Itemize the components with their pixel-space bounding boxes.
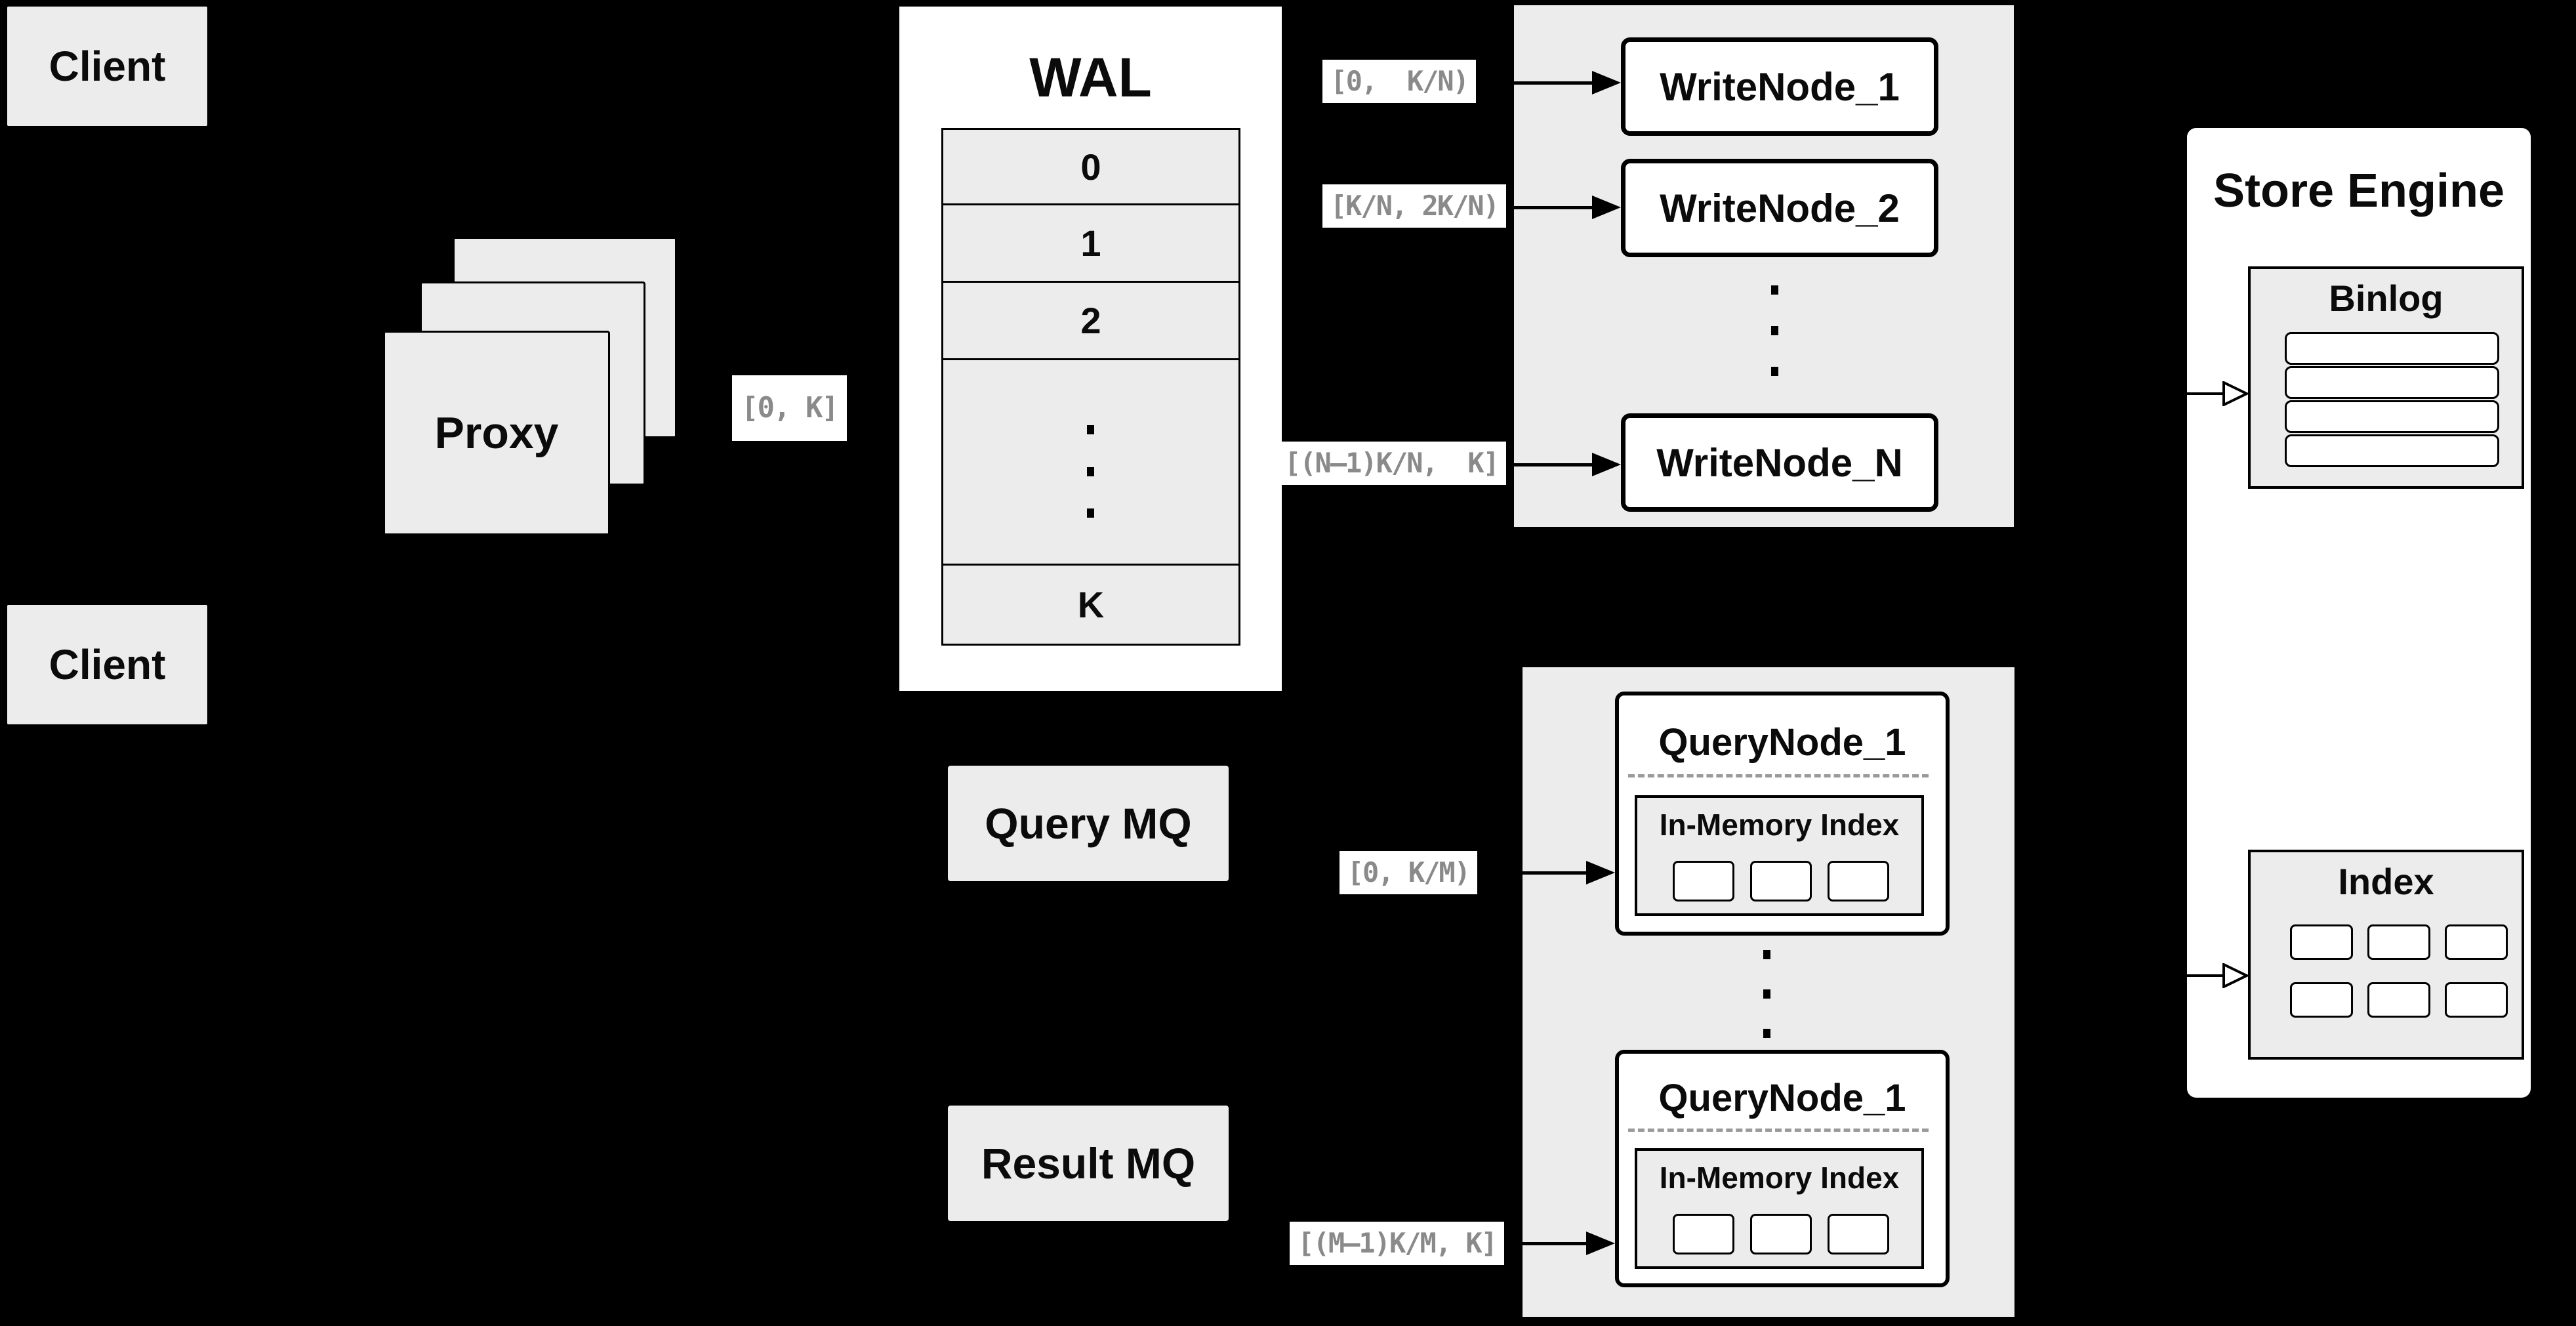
binlog-bar: [2285, 332, 2499, 365]
wal-ellipsis-dot: [1087, 508, 1094, 518]
open-arrowhead-binlog: [2222, 381, 2249, 406]
index-file-cell: [2290, 924, 2353, 960]
index-title: Index: [2338, 861, 2434, 902]
in-memory-index-1-title: In-Memory Index: [1659, 808, 1900, 842]
binlog-bar: [2285, 400, 2499, 433]
arrow-to-write-node-1: [1476, 81, 1593, 85]
query-range-label-2: [(M–1)K/M, K]: [1290, 1222, 1504, 1266]
query-nodes-ellipsis-dot: [1763, 950, 1770, 959]
binlog-bar: [2285, 366, 2499, 399]
client-bottom-label: Client: [49, 641, 166, 688]
query-node-2: QueryNode_1 In-Memory Index: [1615, 1050, 1950, 1287]
proxy-label: Proxy: [434, 408, 559, 458]
query-nodes-ellipsis-dot: [1763, 989, 1770, 999]
write-node-1: WriteNode_1: [1621, 37, 1938, 136]
query-mq-label: Query MQ: [985, 799, 1192, 848]
client-top-label: Client: [49, 43, 166, 90]
query-node-2-title: QueryNode_1: [1658, 1077, 1906, 1119]
index-segment-cell: [1828, 1214, 1889, 1254]
wal-row-0-label: 0: [1080, 146, 1101, 188]
index-segment-cell: [1750, 1214, 1812, 1254]
arrow-to-index: [2165, 974, 2224, 977]
index-box: Index: [2248, 850, 2524, 1060]
arrow-to-binlog: [2165, 392, 2224, 395]
proxy-range-label: [0, K]: [732, 375, 847, 442]
wal-row-1-label: 1: [1080, 222, 1101, 264]
index-file-cell: [2290, 982, 2353, 1018]
write-node-n: WriteNode_N: [1621, 413, 1938, 512]
wal-ellipsis-dot: [1087, 467, 1094, 476]
wal-row-0: 0: [943, 128, 1238, 203]
proxy-box-front: Proxy: [383, 331, 610, 535]
query-node-1: QueryNode_1 In-Memory Index: [1615, 692, 1950, 936]
index-file-cell: [2367, 924, 2430, 960]
query-range-label-1: [0, K/M): [1339, 851, 1477, 895]
write-nodes-ellipsis-dot: [1771, 285, 1778, 295]
arrowhead-write-node-1: [1592, 71, 1621, 94]
client-box-top: Client: [6, 5, 209, 127]
binlog-box: Binlog: [2248, 266, 2524, 489]
arrow-to-query-node-1: [1484, 871, 1587, 875]
write-range-label-n: [(N–1)K/N, K]: [1276, 442, 1506, 486]
index-file-cell: [2367, 982, 2430, 1018]
arrowhead-query-node-1: [1586, 861, 1615, 884]
in-memory-index-2-title: In-Memory Index: [1659, 1161, 1900, 1195]
query-mq-box: Query MQ: [947, 764, 1230, 882]
write-node-n-label: WriteNode_N: [1656, 440, 1903, 485]
write-range-label-2: [K/N, 2K/N): [1322, 184, 1506, 228]
index-file-cell: [2445, 924, 2508, 960]
write-node-1-label: WriteNode_1: [1660, 64, 1900, 109]
result-mq-label: Result MQ: [981, 1139, 1196, 1188]
index-segment-cell: [1750, 861, 1812, 901]
wal-row-2-label: 2: [1080, 300, 1101, 341]
write-range-label-1: [0, K/N): [1322, 60, 1476, 104]
in-memory-index-box-2: In-Memory Index: [1635, 1148, 1924, 1269]
wal-row-ellipsis: [943, 358, 1238, 564]
binlog-title: Binlog: [2329, 278, 2443, 319]
wal-table: 0 1 2 K: [941, 128, 1240, 646]
arrowhead-query-node-2: [1586, 1232, 1615, 1255]
arrow-to-query-node-2: [1484, 1242, 1587, 1245]
query-node-2-divider: [1628, 1129, 1929, 1132]
arrow-to-write-node-n: [1476, 463, 1593, 466]
store-engine-box: Store Engine Binlog Index: [2187, 128, 2531, 1098]
wal-row-1: 1: [943, 203, 1238, 281]
wal-row-k: K: [943, 564, 1238, 644]
write-nodes-ellipsis-dot: [1771, 326, 1778, 335]
index-file-cell: [2445, 982, 2508, 1018]
store-engine-title: Store Engine: [2213, 165, 2505, 217]
query-node-1-title: QueryNode_1: [1658, 721, 1906, 764]
binlog-bar: [2285, 434, 2499, 467]
query-nodes-ellipsis-dot: [1763, 1029, 1770, 1038]
arrowhead-write-node-n: [1592, 453, 1621, 476]
index-segment-cell: [1828, 861, 1889, 901]
in-memory-index-box-1: In-Memory Index: [1635, 795, 1924, 916]
wal-row-2: 2: [943, 281, 1238, 358]
write-node-2: WriteNode_2: [1621, 159, 1938, 257]
open-arrowhead-index: [2222, 963, 2249, 988]
index-segment-cell: [1673, 1214, 1734, 1254]
result-mq-box: Result MQ: [947, 1104, 1230, 1222]
index-segment-cell: [1673, 861, 1734, 901]
client-box-bottom: Client: [6, 604, 209, 726]
write-node-2-label: WriteNode_2: [1660, 186, 1900, 230]
wal-row-k-label: K: [1077, 584, 1105, 625]
wal-ellipsis-dot: [1087, 425, 1094, 434]
wal-box: WAL 0 1 2 K: [897, 5, 1284, 693]
query-node-1-divider: [1628, 774, 1929, 777]
wal-title: WAL: [1029, 47, 1152, 108]
write-nodes-ellipsis-dot: [1771, 367, 1778, 376]
arrowhead-write-node-2: [1592, 196, 1621, 219]
arrow-to-write-node-2: [1476, 206, 1593, 209]
